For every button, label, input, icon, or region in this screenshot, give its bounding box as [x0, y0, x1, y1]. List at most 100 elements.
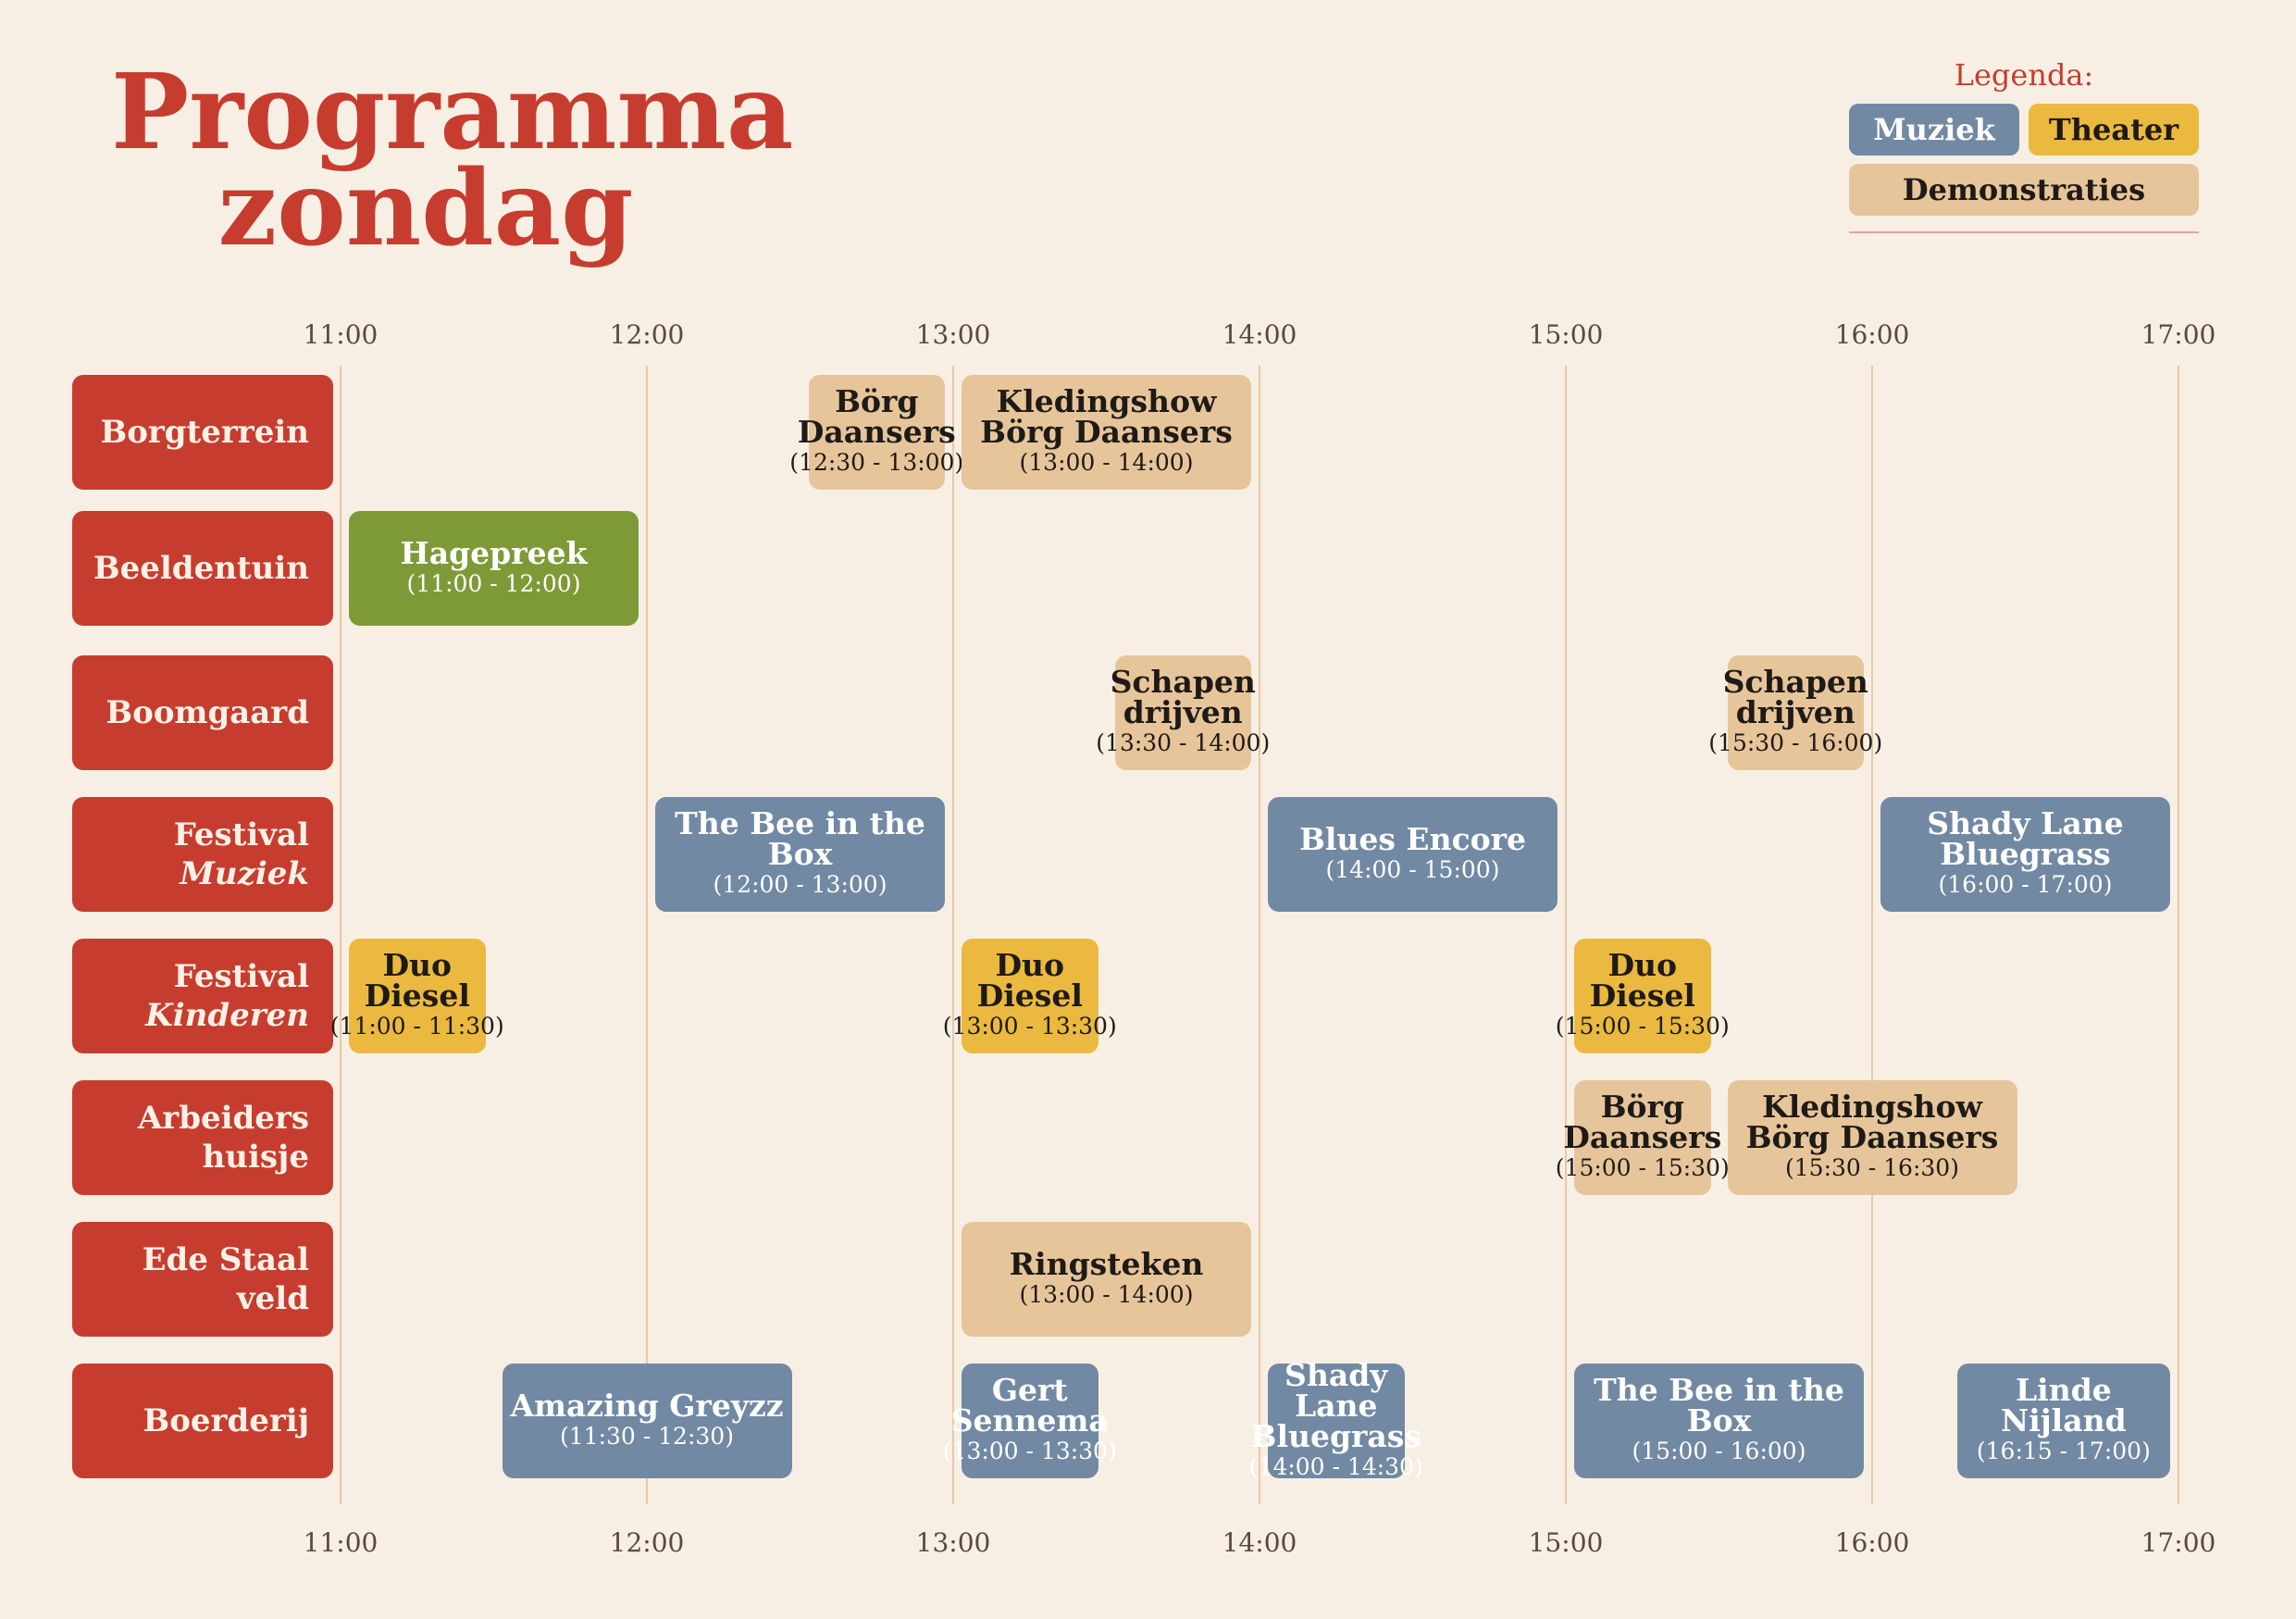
event-time: (15:00 - 15:30): [1555, 1154, 1730, 1181]
time-label-top: 15:00: [1528, 319, 1604, 350]
event-hagepreek[interactable]: Hagepreek(11:00 - 12:00): [349, 511, 639, 626]
time-label-bottom: 13:00: [915, 1527, 991, 1558]
event-amazing-greyzz[interactable]: Amazing Greyzz(11:30 - 12:30): [502, 1364, 792, 1478]
location-label: Boerderij: [143, 1402, 310, 1439]
location-label: Ede Staal: [142, 1241, 309, 1278]
event-name: Kledingshow: [996, 383, 1217, 419]
event-time: (14:00 - 14:30): [1248, 1452, 1423, 1480]
event-time: (15:00 - 15:30): [1555, 1013, 1730, 1040]
time-label-top: 16:00: [1834, 319, 1910, 350]
event-name: Shady Lane: [1927, 805, 2124, 841]
event-name: Kledingshow: [1762, 1089, 1982, 1125]
event-time: (11:00 - 12:00): [406, 569, 581, 597]
event-name: drijven: [1735, 694, 1855, 730]
event-time: (11:00 - 11:30): [329, 1013, 504, 1040]
time-label-bottom: 12:00: [609, 1527, 685, 1558]
legend-divider: [1849, 231, 2199, 233]
location-boerderij: Boerderij: [72, 1364, 333, 1478]
event-time: (16:00 - 17:00): [1938, 871, 2113, 898]
event-name: Duo: [382, 947, 453, 983]
event-name: Diesel: [364, 978, 470, 1014]
event-time: (13:30 - 14:00): [1096, 729, 1271, 756]
time-label-top: 11:00: [303, 319, 379, 350]
location-label-line-2: veld: [236, 1280, 309, 1317]
event-time: (13:00 - 14:00): [1019, 449, 1194, 476]
location-label-line-2: Kinderen: [145, 997, 309, 1034]
legend-item-muziek: Muziek: [1849, 104, 2019, 156]
event-ringsteken[interactable]: Ringsteken(13:00 - 14:00): [962, 1222, 1251, 1337]
event-name: Börg: [1600, 1089, 1684, 1125]
event-name: Bluegrass: [1250, 1417, 1421, 1454]
event-name: Sennema: [950, 1402, 1109, 1438]
location-label: Arbeiders: [137, 1100, 309, 1137]
event-time: (13:00 - 13:30): [942, 1013, 1117, 1040]
event-name: Ringsteken: [1009, 1245, 1204, 1282]
event-name: Amazing Greyzz: [510, 1387, 784, 1424]
location-label: Boomgaard: [105, 694, 309, 731]
title-line-2: zondag: [217, 148, 634, 269]
event-name: Blues Encore: [1298, 820, 1527, 857]
location-label-line-2: Muziek: [180, 855, 309, 892]
event-name: Daansers: [797, 414, 956, 450]
event-time: (13:00 - 13:30): [942, 1438, 1117, 1464]
event-blues-encore[interactable]: Blues Encore(14:00 - 15:00): [1268, 797, 1558, 912]
event-name: Börg Daansers: [980, 414, 1233, 450]
event-time: (14:00 - 15:00): [1325, 855, 1500, 883]
event-name: Hagepreek: [400, 534, 588, 571]
location-borgterrein: Borgterrein: [72, 375, 333, 490]
event-name: Schapen: [1722, 664, 1868, 700]
legend-title: Legenda:: [1954, 57, 2094, 93]
event-name: drijven: [1123, 694, 1243, 730]
time-label-bottom: 16:00: [1834, 1527, 1910, 1558]
legend-item-demonstraties: Demonstraties: [1849, 164, 2199, 216]
event-name: Börg Daansers: [1745, 1119, 1999, 1155]
time-label-bottom: 11:00: [303, 1527, 379, 1558]
event-time: (15:30 - 16:30): [1785, 1154, 1959, 1181]
event-name: Diesel: [1589, 978, 1695, 1014]
hour-line: [952, 366, 954, 1504]
time-label-bottom: 17:00: [2141, 1527, 2216, 1558]
event-the-bee-in-the-box[interactable]: The Bee in the Box(12:00 - 13:00): [655, 797, 945, 912]
event-name: Daansers: [1563, 1119, 1722, 1155]
event-time: (12:00 - 13:00): [713, 871, 887, 898]
event-name: Duo: [1607, 947, 1678, 983]
event-the-bee-in-the-box[interactable]: The Bee in the Box(15:00 - 16:00): [1574, 1364, 1864, 1478]
time-label-bottom: 15:00: [1528, 1527, 1604, 1558]
event-time: (11:30 - 12:30): [560, 1422, 734, 1450]
hour-line: [1259, 366, 1260, 1504]
time-label-top: 12:00: [609, 319, 685, 350]
legend-item-theater: Theater: [2029, 104, 2199, 156]
event-name: Schapen: [1110, 664, 1256, 700]
event-time: (15:30 - 16:00): [1708, 729, 1883, 756]
event-time: (16:15 - 17:00): [1976, 1438, 2151, 1464]
event-time: (15:00 - 16:00): [1632, 1438, 1806, 1464]
location-label-line-2: huisje: [202, 1139, 309, 1176]
title-line-1: Programma: [111, 52, 794, 173]
event-name: Bluegrass: [1940, 836, 2111, 872]
location-label: Beeldentuin: [93, 550, 309, 587]
page-title: Programma zondag: [111, 52, 794, 269]
location-beeldentuin: Beeldentuin: [72, 511, 333, 626]
time-label-top: 13:00: [915, 319, 991, 350]
location-label: Borgterrein: [100, 414, 309, 451]
event-name: The Bee in the Box: [1594, 1372, 1844, 1438]
event-time: (13:00 - 14:00): [1019, 1280, 1194, 1308]
location-label: Festival: [173, 958, 309, 995]
event-name: The Bee in the Box: [675, 805, 925, 872]
event-linde-nijland[interactable]: Linde Nijland(16:15 - 17:00): [1956, 1364, 2170, 1478]
time-label-bottom: 14:00: [1222, 1527, 1297, 1558]
